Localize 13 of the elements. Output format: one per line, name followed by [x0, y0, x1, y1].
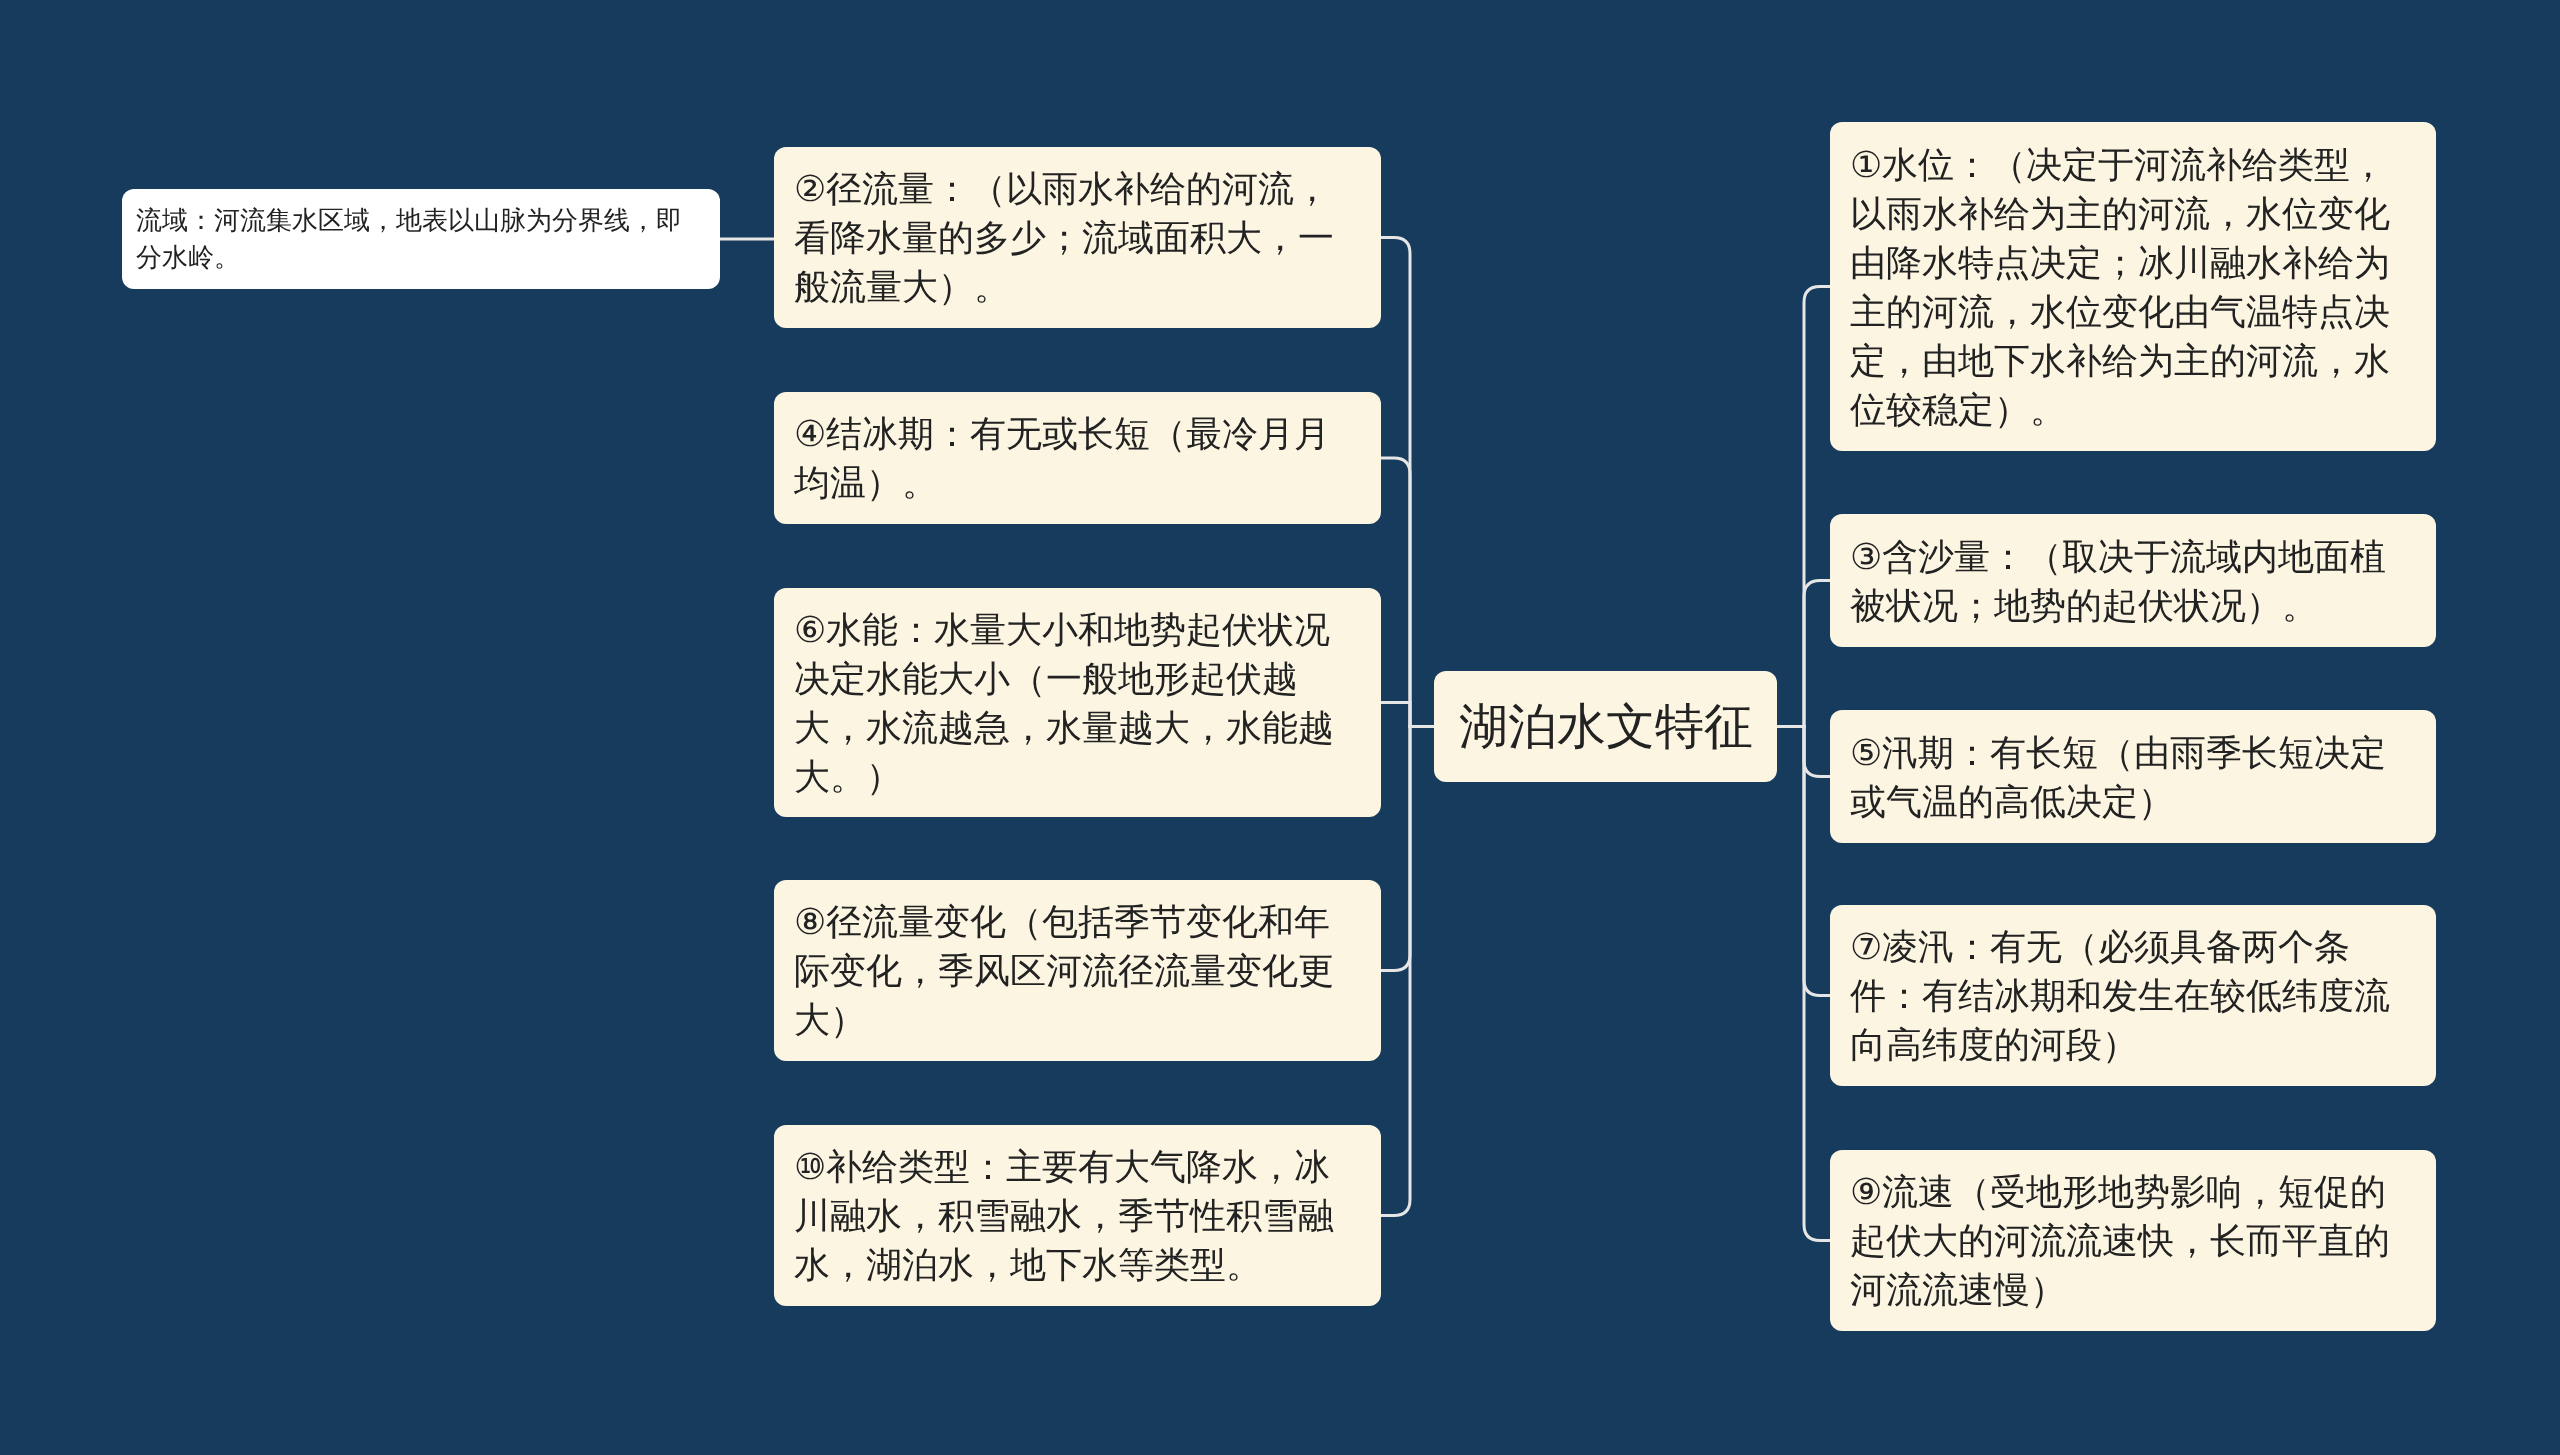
- topic-box: ②径流量：（以雨水补给的河流，看降水量的多少；流域面积大，一般流量大）。: [774, 147, 1381, 328]
- topic-box: ⑩补给类型：主要有大气降水，冰川融水，积雪融水，季节性积雪融水，湖泊水，地下水等类型。: [774, 1125, 1381, 1306]
- connector-line: [720, 237, 774, 241]
- topic-box: ⑧径流量变化（包括季节变化和年际变化，季风区河流径流量变化更大）: [774, 880, 1381, 1061]
- topic-box: ⑦凌汛：有无（必须具备两个条件：有结冰期和发生在较低纬度流向高纬度的河段）: [1830, 905, 2436, 1086]
- topic-box: ④结冰期：有无或长短（最冷月月均温）。: [774, 392, 1381, 524]
- topic-box: ⑥水能：水量大小和地势起伏状况决定水能大小（一般地形起伏越大，水流越急，水量越大，水能越大。）: [774, 588, 1381, 817]
- topic-box: ③含沙量：（取决于流域内地面植被状况；地势的起伏状况）。: [1830, 514, 2436, 647]
- topic-box: ⑨流速（受地形地势影响，短促的起伏大的河流流速快，长而平直的河流流速慢）: [1830, 1150, 2436, 1331]
- subtopic-box: 流域：河流集水区域，地表以山脉为分界线，即分水岭。: [122, 189, 720, 289]
- central-topic-box: 湖泊水文特征: [1434, 671, 1777, 782]
- topic-box: ⑤汛期：有长短（由雨季长短决定或气温的高低决定）: [1830, 710, 2436, 843]
- topic-box: ①水位：（决定于河流补给类型，以雨水补给为主的河流，水位变化由降水特点决定；冰川融水补给为主的河流，水位变化由气温特点决定，由地下水补给为主的河流，水位较稳定）。: [1830, 122, 2436, 451]
